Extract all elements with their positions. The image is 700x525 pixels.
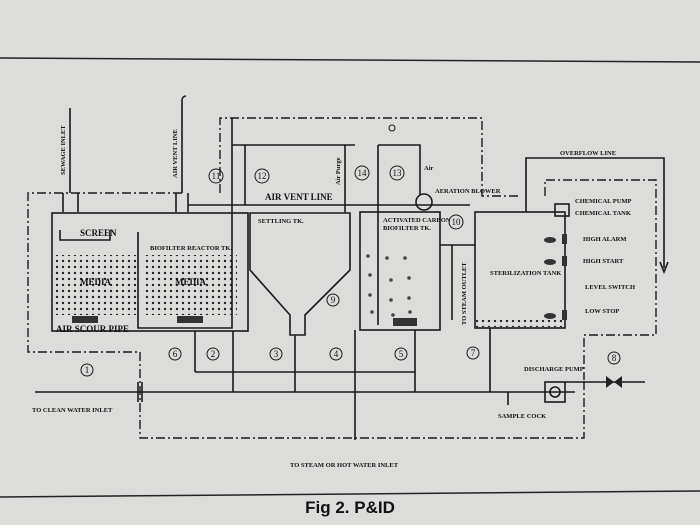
control-loop-left xyxy=(27,192,585,439)
valve-9[interactable]: 9 xyxy=(326,293,340,307)
level-switch-label: LEVEL SWITCH xyxy=(585,284,635,291)
sterilization-media xyxy=(476,320,564,327)
pump-impeller-icon xyxy=(549,386,561,398)
screen-label: SCREEN xyxy=(80,228,117,238)
chemical-tank-icon xyxy=(554,203,570,217)
tank-nozzles xyxy=(62,193,189,212)
high-alarm-label: HIGH ALARM xyxy=(583,236,627,243)
sterilization-tank-label: STERILIZATION TANK xyxy=(490,270,561,277)
settling-tank xyxy=(249,212,351,336)
aeration-blower-label: AERATION BLOWER xyxy=(435,188,501,195)
steam-outlet-label: TO STEAM OUTLET xyxy=(461,262,468,325)
control-loop-right xyxy=(544,179,657,380)
frame-top xyxy=(0,57,700,63)
overflow-arrow-icon xyxy=(659,261,669,275)
valve-13[interactable]: 13 xyxy=(389,165,405,181)
valve-1[interactable]: 1 xyxy=(80,363,94,377)
settling-tank-label: SETTLING TK. xyxy=(258,218,304,225)
valve-6[interactable]: 6 xyxy=(168,347,182,361)
svg-text:13: 13 xyxy=(393,168,403,178)
valve-tags: 1 2 3 4 5 6 7 8 9 10 11 12 13 14 xyxy=(80,165,621,377)
svg-text:7: 7 xyxy=(471,348,476,358)
activated-carbon-label-2: BIOFILTER TK. xyxy=(383,225,431,232)
valve-3[interactable]: 3 xyxy=(269,347,283,361)
svg-text:10: 10 xyxy=(452,217,462,227)
frame-bottom xyxy=(0,490,700,498)
svg-text:8: 8 xyxy=(612,353,617,363)
air-scour-line xyxy=(137,118,233,329)
sewage-inlet-label: SEWAGE INLET xyxy=(60,125,67,175)
control-loop-top xyxy=(219,117,520,197)
valve-10[interactable]: 10 xyxy=(448,214,464,230)
svg-text:5: 5 xyxy=(399,349,404,359)
svg-text:14: 14 xyxy=(358,168,368,178)
screen xyxy=(59,230,111,241)
air-label: Air xyxy=(424,165,434,172)
pressure-gauge-icon xyxy=(388,124,396,132)
low-stop-label: LOW STOP xyxy=(585,308,619,315)
carbon-bubbles xyxy=(366,254,412,317)
air-diffuser-1 xyxy=(72,316,98,323)
biofilter-tank xyxy=(51,212,249,332)
svg-text:12: 12 xyxy=(258,171,267,181)
air-vent-line-vertical-label: AIR VENT LINE xyxy=(172,129,179,178)
flange xyxy=(137,382,143,402)
steam-inlet-label: TO STEAM OR HOT WATER INLET xyxy=(290,462,399,469)
sample-cock-label: SAMPLE COCK xyxy=(498,413,546,420)
media-1-label: MEDIA xyxy=(80,277,111,287)
air-scour-pipe-label: AIR SCOUR PIPE xyxy=(56,324,129,334)
overflow-line-label: OVERFLOW LINE xyxy=(560,150,616,157)
valve-14[interactable]: 14 xyxy=(354,165,370,181)
biofilter-reactor-label: BIOFILTER REACTOR TK. xyxy=(150,245,232,252)
air-diffuser-2 xyxy=(177,316,203,323)
carbon-diffuser xyxy=(393,318,417,326)
svg-text:2: 2 xyxy=(211,349,216,359)
svg-text:9: 9 xyxy=(331,295,336,305)
activated-carbon-label: ACTIVATED CARBON xyxy=(383,217,451,224)
valve-2[interactable]: 2 xyxy=(206,347,220,361)
air-vent-pipe xyxy=(181,95,187,193)
aeration-air-line xyxy=(377,144,421,325)
air-purge-label: Air Purge xyxy=(335,157,342,185)
svg-text:11: 11 xyxy=(212,171,221,181)
sterilization-tank xyxy=(474,211,566,329)
valve-7[interactable]: 7 xyxy=(466,346,480,360)
svg-text:4: 4 xyxy=(334,349,339,359)
media-2-label: MEDIA xyxy=(175,277,206,287)
check-valve-icon xyxy=(606,376,622,388)
valve-12[interactable]: 12 xyxy=(254,168,270,184)
clean-water-inlet-label: TO CLEAN WATER INLET xyxy=(32,407,113,414)
svg-text:6: 6 xyxy=(173,349,178,359)
svg-text:3: 3 xyxy=(274,349,279,359)
discharge-pump-icon xyxy=(544,381,566,403)
high-start-label: HIGH START xyxy=(583,258,624,265)
chemical-tank-label: CHEMICAL TANK xyxy=(575,210,631,217)
overflow-line xyxy=(525,157,665,268)
aeration-blower-icon xyxy=(415,193,433,211)
level-switches xyxy=(544,234,567,320)
media-bed-2 xyxy=(145,255,237,315)
svg-text:1: 1 xyxy=(85,365,90,375)
media-bed-1 xyxy=(55,255,140,315)
activated-carbon-tank xyxy=(359,211,441,331)
valve-4[interactable]: 4 xyxy=(329,347,343,361)
figure-caption: Fig 2. P&ID xyxy=(305,498,395,517)
air-vent-line-label: AIR VENT LINE xyxy=(265,192,333,202)
discharge-pump-label: DISCHARGE PUMP xyxy=(524,366,584,373)
valve-8[interactable]: 8 xyxy=(607,351,621,365)
chemical-pump-label: CHEMICAL PUMP xyxy=(575,198,632,205)
drain-drops xyxy=(194,328,491,440)
valve-5[interactable]: 5 xyxy=(394,347,408,361)
valve-11[interactable]: 11 xyxy=(208,168,224,184)
